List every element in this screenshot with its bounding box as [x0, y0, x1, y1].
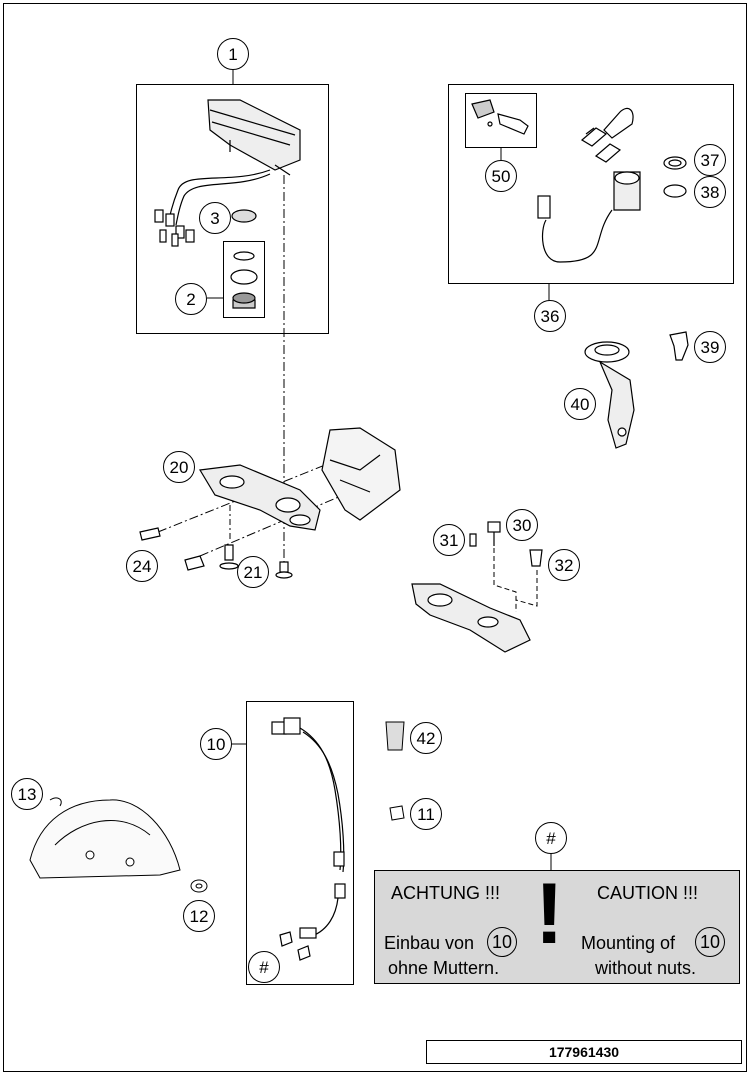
callout-2: 2 — [175, 283, 207, 315]
triple-clamp-drawing — [139, 427, 401, 579]
warning-exclamation: ! — [535, 866, 564, 962]
dashboard-assembly-box — [136, 84, 329, 334]
cover-drawing — [29, 721, 405, 893]
warning-panel: ACHTUNG !!! CAUTION !!! ! Einbau von 10 … — [374, 866, 740, 984]
axis-line-30 — [493, 548, 517, 612]
key-bracket-drawing — [584, 331, 689, 449]
callout-32: 32 — [548, 549, 580, 581]
warning-ref-de: 10 — [487, 927, 517, 957]
warning-title-de: ACHTUNG !!! — [391, 883, 501, 903]
document-number: 177961430 — [426, 1040, 742, 1064]
callout-10: 10 — [200, 728, 232, 760]
lower-clamp-drawing — [411, 521, 543, 653]
callout-24: 24 — [126, 550, 158, 582]
callout-38: 38 — [694, 176, 726, 208]
callout-21: 21 — [237, 556, 269, 588]
callout-1: 1 — [217, 38, 249, 70]
warning-title-en: CAUTION !!! — [597, 883, 699, 903]
wiring-harness-drawing — [271, 717, 346, 961]
callout-13: 13 — [11, 778, 43, 810]
callout-31: 31 — [433, 524, 465, 556]
callout-20: 20 — [163, 451, 195, 483]
ignition-lock-drawing — [537, 107, 687, 263]
seal-detail-box — [223, 241, 265, 318]
warning-en-line1: Mounting of — [581, 933, 676, 953]
warning-en-line2: without nuts. — [595, 958, 697, 978]
callout-39: 39 — [694, 331, 726, 363]
warning-ref-en: 10 — [695, 927, 725, 957]
callout-12: 12 — [183, 900, 215, 932]
callout-50: 50 — [485, 160, 517, 192]
warning-de-line2: ohne Muttern. — [388, 958, 500, 978]
lock-set-box — [448, 84, 734, 284]
callout-hash-bottom: # — [248, 951, 280, 983]
axis-line-bolt-lower — [199, 489, 356, 557]
callout-40: 40 — [564, 388, 596, 420]
lock-cylinder-box — [465, 93, 537, 148]
lock-cylinder-drawing — [471, 99, 529, 135]
callout-hash-top: # — [535, 822, 567, 854]
callout-3: 3 — [199, 202, 231, 234]
callout-11: 11 — [410, 798, 442, 830]
warning-de-line1: Einbau von — [384, 933, 475, 953]
callout-42: 42 — [410, 722, 442, 754]
callout-37: 37 — [694, 144, 726, 176]
axis-line-32 — [515, 570, 538, 607]
page-frame — [3, 3, 747, 1072]
wiring-harness-box — [246, 701, 354, 985]
dashboard-drawing — [154, 99, 301, 309]
callout-30: 30 — [506, 509, 538, 541]
callout-36: 36 — [534, 300, 566, 332]
